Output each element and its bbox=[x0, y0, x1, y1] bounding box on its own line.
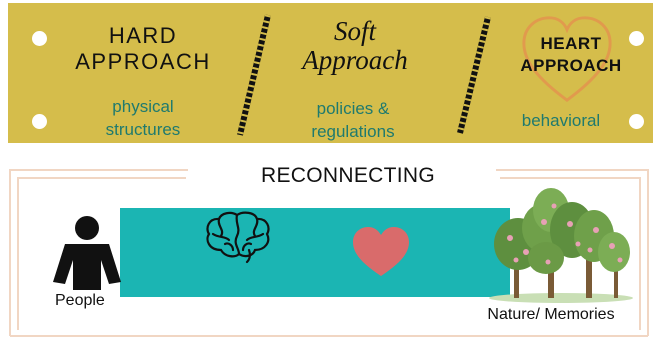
soft-title-line2: Approach bbox=[302, 45, 408, 75]
approaches-panel: HARD APPROACH physical structures Soft A… bbox=[8, 3, 653, 143]
frame-lines bbox=[9, 169, 649, 337]
divider-rope-1 bbox=[237, 14, 271, 136]
heart-approach-subtitle: behavioral bbox=[521, 111, 601, 130]
trees-icon bbox=[489, 188, 633, 303]
people-label: People bbox=[55, 292, 105, 309]
hard-title-line2: APPROACH bbox=[75, 49, 211, 74]
soft-approach-title: Soft Approach bbox=[270, 17, 440, 75]
hard-approach-title: HARD APPROACH bbox=[48, 23, 238, 75]
soft-title-line1: Soft bbox=[333, 16, 376, 46]
soft-subtitle-line1: policies & bbox=[316, 99, 390, 118]
heart-title-line2: APPROACH bbox=[520, 56, 622, 75]
reconnecting-panel: RECONNECTING bbox=[8, 150, 653, 340]
person-icon bbox=[53, 216, 121, 290]
hard-subtitle-line1: physical bbox=[112, 97, 174, 116]
nature-memories-label: Nature/ Memories bbox=[487, 306, 615, 323]
connection-band bbox=[120, 208, 510, 297]
corner-dot bbox=[32, 114, 47, 129]
hard-title-line1: HARD bbox=[108, 23, 178, 48]
divider-rope-2 bbox=[457, 16, 491, 134]
corner-dot bbox=[629, 114, 644, 129]
heart-icon bbox=[353, 227, 409, 276]
corner-dot bbox=[629, 31, 644, 46]
heart-outline-icon bbox=[522, 16, 612, 102]
brain-icon bbox=[206, 211, 270, 264]
corner-dot bbox=[32, 31, 47, 46]
hard-approach-subtitle: physical structures bbox=[58, 95, 228, 141]
soft-approach-subtitle: policies & regulations bbox=[278, 97, 428, 143]
heart-approach-title: HEART APPROACH bbox=[496, 33, 646, 77]
hard-subtitle-line2: structures bbox=[105, 120, 181, 139]
soft-subtitle-line2: regulations bbox=[311, 122, 395, 141]
heart-title-line1: HEART bbox=[540, 34, 602, 53]
reconnecting-label: RECONNECTING bbox=[261, 164, 435, 187]
